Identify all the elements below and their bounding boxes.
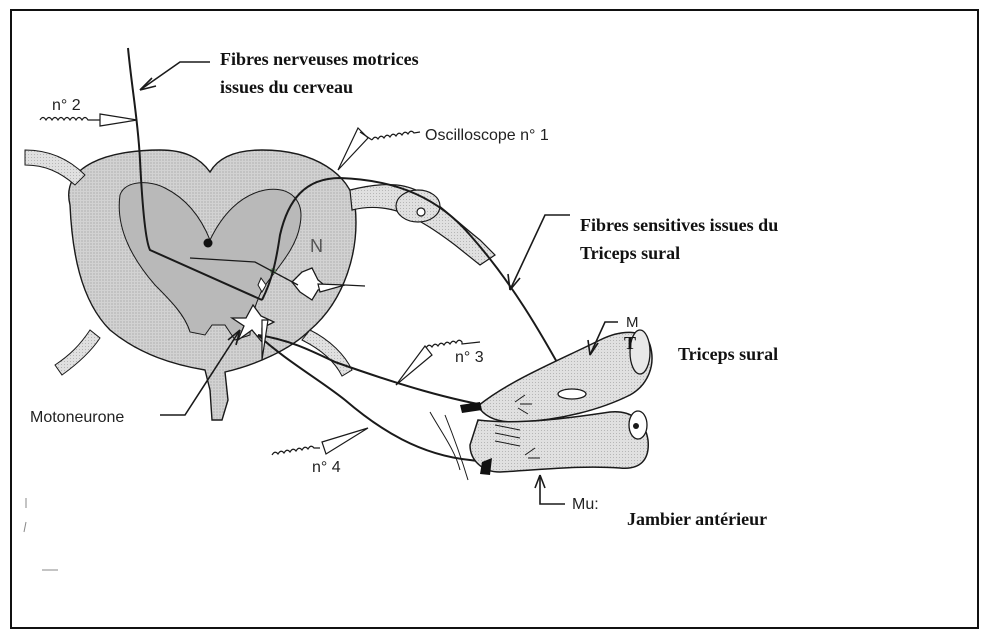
probe-4-coil: [272, 446, 320, 455]
spinal-cord: N: [25, 150, 495, 420]
motor-fibers-label-line2: issues du cerveau: [220, 77, 353, 97]
probe-3-coil: [426, 340, 480, 348]
motor-fiber-to-triceps: [258, 335, 528, 408]
ventral-root: [302, 330, 352, 376]
probe-4-tip: [322, 428, 368, 454]
probe-2-label: n° 2: [52, 97, 81, 114]
central-canal-dot: [204, 239, 213, 248]
ganglion-cell-body: [417, 208, 425, 216]
probe-2-coil: [40, 118, 100, 121]
scan-artifacts: [24, 498, 58, 570]
stub-m-label: M: [626, 314, 639, 331]
oscilloscope-1-label: Oscilloscope n° 1: [425, 127, 549, 144]
jambier-anterieur-muscle: [470, 412, 648, 472]
stub-mus-label: Mu:: [572, 496, 599, 513]
motoneurone-label: Motoneurone: [30, 409, 124, 426]
left-root: [25, 150, 85, 185]
stub-n-label: N: [310, 236, 323, 256]
probe-3-label: n° 3: [455, 349, 484, 366]
probe-2-tip: [100, 114, 137, 126]
stub-t-label: T: [624, 333, 636, 353]
mus-leader: [540, 475, 565, 504]
bone-marrow-dot: [633, 423, 639, 429]
sensory-fibers-label-line2: Triceps sural: [580, 243, 680, 263]
triceps-receptor: [558, 389, 586, 399]
interneurone-arrow-line: [345, 285, 365, 286]
jambier-anterieur-label: Jambier antérieur: [627, 509, 767, 529]
motor-fibers-label-line1: Fibres nerveuses motrices: [220, 49, 419, 69]
left-lower-root: [55, 330, 100, 375]
probe-4-label: n° 4: [312, 459, 341, 476]
neuromuscular-junction-1: [460, 402, 482, 413]
motor-fibers-leader: [140, 62, 210, 90]
triceps-sural-label: Triceps sural: [678, 344, 778, 364]
probe-3-tip: [396, 346, 432, 385]
probe-1-coil: [372, 131, 420, 140]
sensory-fibers-label-line1: Fibres sensitives issues du: [580, 215, 778, 235]
